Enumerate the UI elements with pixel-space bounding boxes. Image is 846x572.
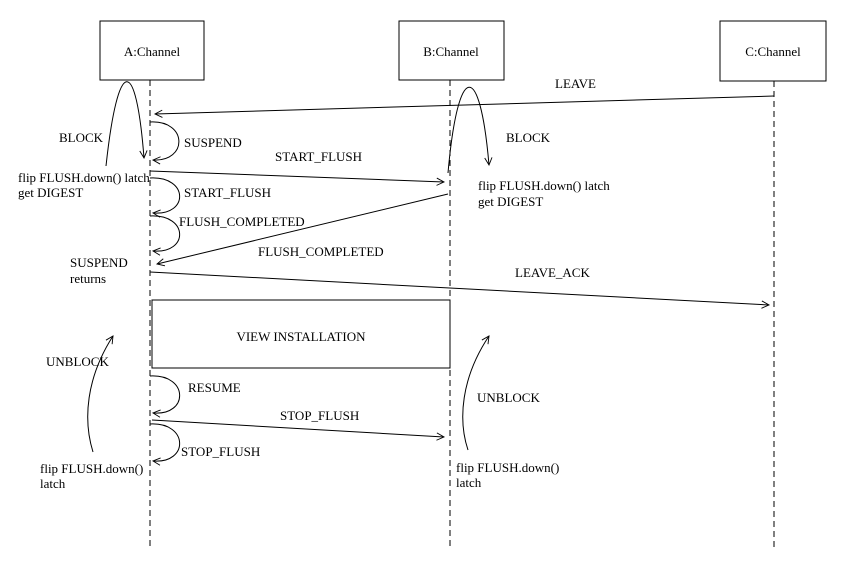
note-a-top-line2: get DIGEST — [18, 185, 83, 200]
leave-ack-label: LEAVE_ACK — [515, 265, 590, 280]
stop-flush-msg-label: STOP_FLUSH — [280, 408, 359, 423]
msg-leave-arrow — [153, 95, 775, 118]
flush-completed-self-arc — [149, 215, 180, 256]
actor-box-c — [719, 20, 827, 82]
unblock-b-arrow — [462, 335, 490, 451]
block-b-arrow — [447, 86, 493, 174]
stop-flush-self-label: STOP_FLUSH — [181, 444, 260, 459]
suspend-self-label: SUSPEND — [184, 135, 242, 150]
stop-flush-self-arc — [149, 423, 180, 466]
start-flush-self-label: START_FLUSH — [184, 185, 271, 200]
flush-completed-msg-label: FLUSH_COMPLETED — [258, 244, 384, 259]
note-b-bottom-line1: flip FLUSH.down() — [456, 460, 559, 475]
start-flush-self-arc — [149, 177, 180, 218]
unblock-b-label: UNBLOCK — [477, 390, 540, 405]
actor-box-b — [398, 20, 505, 81]
actor-label-c: C:Channel — [745, 44, 801, 59]
block-b-label: BLOCK — [506, 130, 551, 145]
view-installation-box — [151, 299, 451, 369]
stop-flush-msg-arrow — [151, 419, 446, 441]
start-flush-msg-arrow — [149, 170, 446, 186]
leave-ack-arrow — [149, 271, 771, 309]
actor-box-a — [99, 20, 205, 81]
flush-completed-self-label: FLUSH_COMPLETED — [179, 214, 305, 229]
actor-label-a: A:Channel — [124, 44, 181, 59]
msg-leave-label: LEAVE — [555, 76, 596, 91]
note-a-bottom-line2: latch — [40, 476, 66, 491]
block-a-label: BLOCK — [59, 130, 104, 145]
resume-self-label: RESUME — [188, 380, 241, 395]
flush-completed-msg-arrow — [156, 193, 449, 267]
suspend-self-arc — [149, 121, 180, 165]
note-a-bottom-line1: flip FLUSH.down() — [40, 461, 143, 476]
suspend-returns-label-line1: SUSPEND — [70, 255, 128, 270]
unblock-a-arrow — [87, 335, 114, 453]
note-a-top-line1: flip FLUSH.down() latch — [18, 170, 150, 185]
note-b-top-line2: get DIGEST — [478, 194, 543, 209]
block-a-arrow — [105, 81, 148, 167]
unblock-a-label: UNBLOCK — [46, 354, 109, 369]
start-flush-msg-label: START_FLUSH — [275, 149, 362, 164]
resume-self-arc — [149, 375, 180, 418]
view-installation-label: VIEW INSTALLATION — [236, 329, 366, 344]
suspend-returns-label-line2: returns — [70, 271, 106, 286]
note-b-top-line1: flip FLUSH.down() latch — [478, 178, 610, 193]
note-b-bottom-line2: latch — [456, 475, 482, 490]
actor-label-b: B:Channel — [423, 44, 479, 59]
